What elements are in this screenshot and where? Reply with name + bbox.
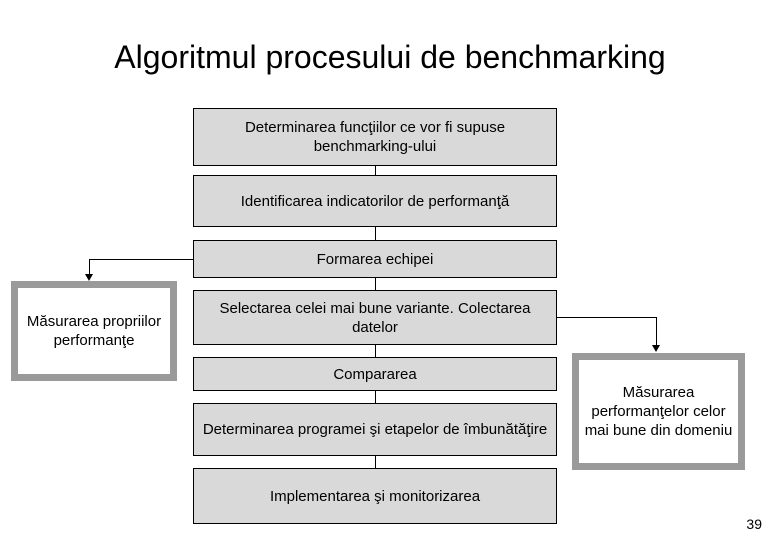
connector-step3-step4 [375,278,376,290]
connector-step4-right-vertical [656,317,657,346]
flow-step-7[interactable]: Implementarea şi monitorizarea [193,468,557,524]
connector-step3-left-horizontal [89,259,193,260]
arrow-head-left-icon [85,274,93,281]
connector-step6-step7 [375,456,376,468]
flow-step-3[interactable]: Formarea echipei [193,240,557,278]
flow-step-5[interactable]: Compararea [193,357,557,391]
connector-step5-step6 [375,391,376,403]
flow-step-4[interactable]: Selectarea celei mai bune variante. Cole… [193,290,557,345]
side-node-left[interactable]: Măsurarea propriilor performanţe [11,281,177,381]
side-node-right[interactable]: Măsurarea performanţelor celor mai bune … [572,353,745,470]
page-title: Algoritmul procesului de benchmarking [114,39,666,75]
flow-step-1[interactable]: Determinarea funcţiilor ce vor fi supuse… [193,108,557,166]
flow-step-2[interactable]: Identificarea indicatorilor de performan… [193,175,557,227]
connector-step1-step2 [375,166,376,175]
flow-step-6[interactable]: Determinarea programei şi etapelor de îm… [193,403,557,456]
arrow-head-right-icon [652,345,660,352]
connector-step3-left-vertical [89,259,90,276]
connector-step2-step3 [375,227,376,240]
connector-step4-step5 [375,345,376,357]
connector-step4-right-horizontal [557,317,657,318]
page-number: 39 [746,516,762,532]
